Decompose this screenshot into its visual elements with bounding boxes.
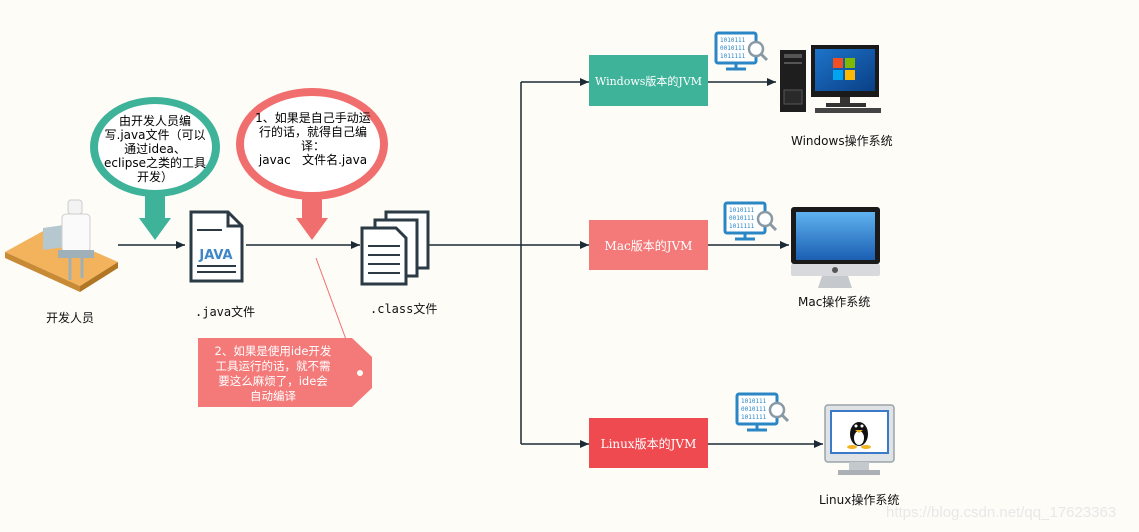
connector-lines [118,78,823,448]
binary-line-1: 1010111 [729,207,755,214]
windows-computer-icon [780,45,881,113]
binary-line-1: 1010111 [720,37,746,44]
note-line-4: 自动编译 [250,389,296,403]
bubble-right-line-3: 译： [300,139,325,153]
developer-icon [5,199,118,292]
binary-monitor-icon-linux: 1010111 0010111 1011111 [735,392,790,432]
windows-os-label: Windows操作系统 [791,134,893,148]
class-file-label: .class文件 [370,302,438,316]
bubble-right [236,88,388,240]
jvm-mac-box [589,220,708,270]
binary-line-3: 1011111 [729,223,755,230]
mac-computer-icon [791,207,880,288]
linux-computer-icon [824,404,895,475]
java-icon-text: JAVA [198,248,232,263]
bubble-left-line-4: eclipse之类的工具 [104,156,206,170]
bubble-left-line-1: 由开发人员编 [118,114,191,128]
bubble-right-line-2: 行的话，就得自己编 [258,125,367,139]
ide-note-text: 2、如果是使用ide开发 工具运行的话，就不需 要这么麻烦了，ide会 自动编译 [200,344,346,404]
jvm-mac-label: Mac版本的JVM [604,238,693,253]
linux-os-label: Linux操作系统 [819,493,900,507]
class-files-icon [360,210,430,286]
note-line-3: 要这么麻烦了，ide会 [218,374,328,388]
bubble-right-line-1: 1、如果是自己手动运 [255,111,371,125]
binary-line-1: 1010111 [741,398,767,405]
bubble-left-text: 由开发人员编 写.java文件（可以 通过idea、 eclipse之类的工具 … [88,114,222,184]
binary-line-2: 0010111 [729,215,755,222]
developer-label: 开发人员 [46,311,95,325]
note-line-1: 2、如果是使用ide开发 [214,344,332,358]
jvm-windows-box [589,55,708,106]
ide-note-callout [198,257,372,407]
watermark: https://blog.csdn.net/qq_17623363 [886,504,1117,521]
binary-line-3: 1011111 [741,414,767,421]
binary-line-2: 0010111 [720,45,746,52]
binary-line-3: 1011111 [720,53,746,60]
bubble-left-line-5: 开发） [136,170,173,184]
jvm-windows-label: Windows版本的JVM [594,74,703,88]
bubble-left-line-2: 写.java文件（可以 [104,128,206,142]
bubble-left [90,97,220,240]
binary-line-2: 0010111 [741,406,767,413]
bubble-right-line-4: javac 文件名.java [258,153,368,167]
note-line-2: 工具运行的话，就不需 [215,359,331,373]
java-file-label: .java文件 [195,305,256,319]
binary-monitor-icon-mac: 1010111 0010111 1011111 [723,201,778,241]
bubble-right-text: 1、如果是自己手动运 行的话，就得自己编 译： javac 文件名.java [240,111,386,167]
binary-monitor-icon-windows: 1010111 0010111 1011111 [714,31,769,71]
jvm-linux-box [589,418,708,468]
mac-os-label: Mac操作系统 [798,295,871,309]
jvm-linux-label: Linux版本的JVM [600,436,697,451]
bubble-left-line-3: 通过idea、 [124,142,186,156]
java-file-icon: JAVA [189,210,244,283]
